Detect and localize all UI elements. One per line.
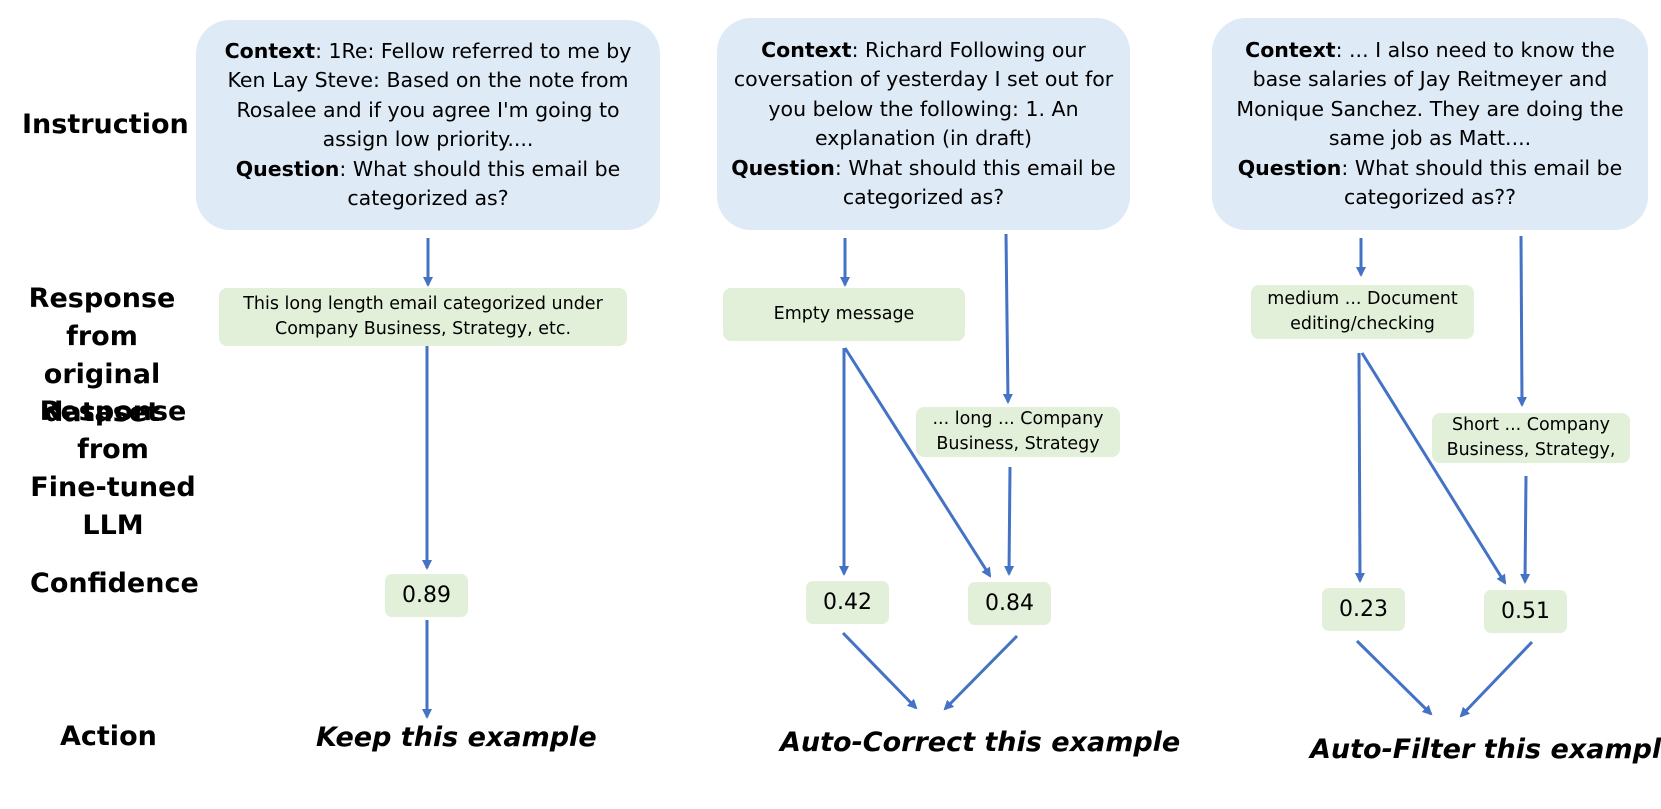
ex2-llm-response-line-1: ... long ... Company — [932, 409, 1104, 429]
ex2-question-label: Question — [731, 155, 835, 180]
example-2-confidence-original: 0.42 — [806, 581, 889, 624]
row-label-response-original-line1: Response from — [28, 283, 176, 352]
arrow-ex3-conf-a-to-action — [1355, 639, 1433, 716]
ex1-original-response-line-2: Company Business, Strategy, etc. — [274, 319, 572, 339]
row-label-response-llm: Response from Fine-tuned LLM — [6, 393, 220, 545]
row-label-response-original: Response from original dataset — [0, 280, 204, 432]
ex3-llm-response-line-1: Short ... Company — [1451, 415, 1611, 435]
example-1-original-response: This long length email categorized under… — [219, 288, 627, 346]
row-label-action: Action — [60, 721, 157, 752]
example-1-instruction-box: Context: 1Re: Fellow referred to me by K… — [196, 20, 660, 230]
arrow-ex2-conf-b-to-action — [943, 634, 1019, 711]
ex2-question-line-2: categorized as? — [842, 185, 1005, 209]
ex1-question-label: Question — [235, 156, 340, 181]
ex3-context-label: Context — [1245, 37, 1336, 62]
example-2-confidence-llm: 0.84 — [968, 582, 1051, 625]
ex1-context-label: Context — [224, 38, 316, 63]
arrow-ex3-conf-b-to-action — [1459, 640, 1534, 718]
example-1-action: Keep this example — [316, 722, 597, 753]
arrow-ex2-context-to-llm — [1002, 233, 1013, 404]
ex2-context-line-1: Context: Richard Following our — [761, 37, 1086, 62]
example-3-llm-response: Short ... Company Business, Strategy, — [1432, 413, 1630, 463]
example-2-instruction-box: Context: Richard Following our coversati… — [717, 18, 1130, 230]
ex3-context-line-3: Monique Sanchez. They are doing the — [1236, 96, 1624, 121]
ex3-question-label: Question — [1237, 155, 1342, 180]
example-2-llm-response: ... long ... Company Business, Strategy — [916, 407, 1120, 457]
row-label-response-llm-line1: Response from — [39, 396, 187, 465]
ex2-context-line-3: you below the following: 1. An — [768, 96, 1079, 121]
ex3-original-response-line-1: medium ... Document — [1267, 289, 1458, 309]
arrow-ex2-conf-a-to-action — [841, 631, 918, 710]
ex2-context-line-2: coversation of yesterday I set out for — [733, 67, 1114, 91]
ex1-context-line-1: Context: 1Re: Fellow referred to me by — [224, 38, 632, 63]
ex2-llm-response-line-2: Business, Strategy — [936, 434, 1100, 454]
ex3-question-line-1: Question: What should this email be — [1237, 155, 1623, 180]
arrow-ex3-context-to-llm — [1516, 235, 1527, 407]
ex3-question-line-2: categorized as?? — [1343, 185, 1517, 209]
row-label-instruction: Instruction — [22, 109, 189, 140]
ex1-context-line-3: Rosalee and if you agree I'm going to — [236, 97, 620, 122]
ex2-question-line-1: Question: What should this email be — [731, 155, 1116, 180]
arrow-ex3-llm-to-conf-b — [1520, 475, 1531, 584]
row-label-confidence: Confidence — [30, 568, 199, 599]
ex2-context-line-4: explanation (in draft) — [814, 126, 1033, 150]
ex1-original-response-line-1: This long length email categorized under — [243, 294, 603, 314]
ex3-context-line-2: base salaries of Jay Reitmeyer and — [1252, 67, 1608, 91]
arrow-ex2-original-to-conf-b — [843, 347, 992, 578]
row-label-response-original-line2: original dataset — [43, 359, 161, 428]
arrow-ex3-original-to-conf-b — [1360, 352, 1507, 585]
example-1-confidence: 0.89 — [385, 574, 468, 617]
ex3-original-response-line-2: editing/checking — [1290, 314, 1435, 334]
ex1-context-line-2: Ken Lay Steve: Based on the note from — [227, 68, 629, 92]
example-3-instruction-box: Context: ... I also need to know the bas… — [1212, 18, 1648, 230]
arrow-ex2-llm-to-conf-b — [1004, 466, 1015, 576]
example-3-confidence-original: 0.23 — [1322, 588, 1405, 631]
example-2-original-response: Empty message — [723, 288, 965, 341]
arrow-ex3-original-to-conf-a — [1354, 352, 1365, 583]
example-3-confidence-llm: 0.51 — [1484, 590, 1567, 633]
ex1-context-line-4: assign low priority.... — [322, 127, 534, 151]
example-2-action: Auto-Correct this example — [780, 727, 1181, 758]
ex2-original-response-line-1: Empty message — [773, 304, 915, 324]
row-label-response-llm-line2: Fine-tuned LLM — [30, 472, 196, 541]
ex1-question-line-1: Question: What should this email be — [235, 156, 621, 181]
example-3-action: Auto-Filter this example — [1310, 734, 1661, 765]
example-3-original-response: medium ... Document editing/checking — [1251, 285, 1474, 339]
ex3-context-line-4: same job as Matt.... — [1328, 126, 1532, 150]
ex2-context-label: Context — [761, 37, 852, 62]
ex3-llm-response-line-2: Business, Strategy, — [1446, 440, 1616, 460]
ex1-question-line-2: categorized as? — [347, 186, 509, 210]
ex3-context-line-1: Context: ... I also need to know the — [1245, 37, 1615, 62]
